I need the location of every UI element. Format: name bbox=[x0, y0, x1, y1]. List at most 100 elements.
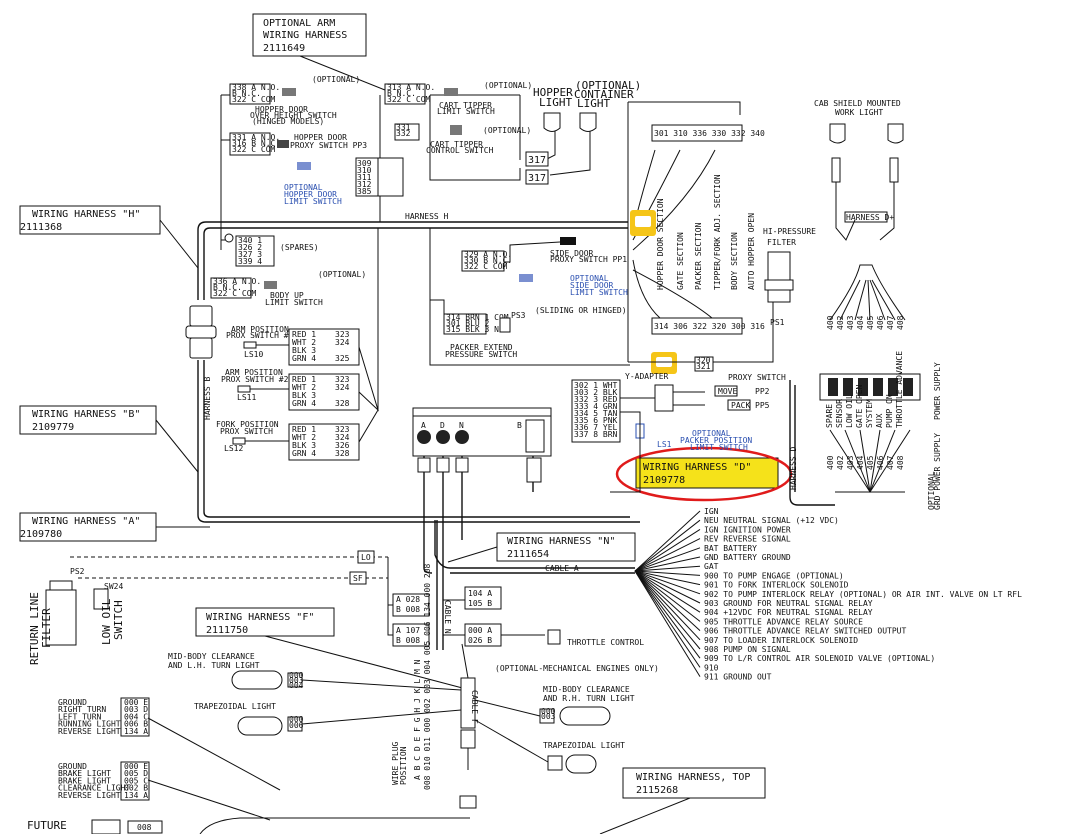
svg-text:336 7 YEL: 336 7 YEL bbox=[574, 423, 618, 432]
hopper-light: HOPPER LIGHT bbox=[533, 86, 573, 132]
callout-harness-h[interactable]: WIRING HARNESS "H" 2111368 bbox=[19, 205, 161, 235]
callout-harness-f[interactable]: WIRING HARNESS "F" 2111750 bbox=[195, 607, 335, 637]
svg-text:LS11: LS11 bbox=[237, 393, 256, 402]
svg-text:301 BLU 2: 301 BLU 2 bbox=[446, 319, 490, 328]
svg-text:000: 000 bbox=[541, 707, 556, 716]
svg-text:312: 312 bbox=[357, 180, 372, 189]
hopper-over-label: HOPPER DOOR bbox=[255, 105, 308, 114]
ls4-terminal[interactable]: 338 A N.O. B N.C. 322 C COM (OPTIONAL) H… bbox=[229, 75, 360, 126]
svg-text:322 C COM: 322 C COM bbox=[387, 95, 431, 104]
svg-text:D: D bbox=[440, 421, 445, 430]
relay-wire-numbers: 4004004024024034034044044054054064064074… bbox=[826, 315, 905, 470]
callout-harness-n[interactable]: WIRING HARNESS "N" 2111654 bbox=[496, 532, 636, 562]
wire-plug-position: WIRE PLUG POSITION A B C D E F G H J K L… bbox=[391, 563, 477, 809]
hopper-door-proxy[interactable]: 331 A N.O. 316 B N.C. 322 C COM HOPPER D… bbox=[229, 132, 367, 206]
svg-text:FILTER: FILTER bbox=[40, 608, 53, 648]
svg-text:332: 332 bbox=[396, 129, 411, 138]
wire-320-321: 320 321 bbox=[694, 356, 714, 372]
packer-extend-switch[interactable]: 314 BRN 1 COM 301 BLU 2 315 BLK 3 NO PS3… bbox=[443, 306, 627, 359]
svg-text:B N.C.: B N.C. bbox=[213, 283, 242, 292]
relay-label: AUX bbox=[875, 413, 884, 428]
comment-note-icon[interactable] bbox=[651, 352, 677, 374]
svg-text:GRN 4: GRN 4 bbox=[292, 449, 316, 458]
svg-text:WHT 2: WHT 2 bbox=[292, 383, 316, 392]
svg-text:385: 385 bbox=[357, 187, 372, 196]
callout-harness-d[interactable]: WIRING HARNESS "D" 2109778 bbox=[615, 446, 793, 502]
signal-wire bbox=[634, 570, 701, 576]
svg-text:N: N bbox=[459, 421, 464, 430]
signal-wire bbox=[634, 570, 701, 631]
main-connector[interactable]: A D N B bbox=[412, 407, 552, 457]
svg-text:003: 003 bbox=[541, 712, 556, 721]
svg-text:PS1: PS1 bbox=[770, 318, 785, 327]
section-label: GATE SECTION bbox=[676, 232, 685, 290]
power-supply-label: POWER SUPPLY bbox=[933, 362, 942, 420]
ls5-body-up[interactable]: 336 A N.O. B N.C. 322 C COM (OPTIONAL) B… bbox=[210, 270, 366, 307]
callout-part-number: 2109780 bbox=[20, 529, 62, 540]
light-function-label: REVERSE LIGHT bbox=[58, 727, 121, 736]
opt-hopper-limit-label: HOPPER DOOR bbox=[284, 190, 337, 199]
callout-title: WIRING HARNESS, TOP bbox=[636, 772, 750, 783]
arm-position-prox-2[interactable]: ARM POSITION PROX SWITCH #2 LS11 RED 1 W… bbox=[221, 368, 360, 411]
svg-text:314 BRN 1 COM: 314 BRN 1 COM bbox=[446, 313, 509, 322]
svg-text:MID-BODY CLEARANCE: MID-BODY CLEARANCE bbox=[168, 652, 255, 661]
svg-text:337 8 BRN: 337 8 BRN bbox=[574, 430, 618, 439]
signal-wire bbox=[634, 547, 701, 572]
signal-wire bbox=[634, 538, 701, 572]
svg-text:321: 321 bbox=[696, 362, 711, 371]
svg-text:331: 331 bbox=[396, 123, 411, 132]
signal-label: 903 GROUND FOR NEUTRAL SIGNAL RELAY bbox=[704, 599, 873, 608]
sw17[interactable]: 331 332 (OPTIONAL) CART TIPPER CONTROL S… bbox=[394, 123, 531, 155]
signal-wire bbox=[634, 570, 701, 622]
side-door-terminal[interactable]: 329 A N.O. 330 B N.C. 322 C COM SIDE DOO… bbox=[461, 237, 628, 297]
comment-note-icon[interactable] bbox=[630, 210, 656, 236]
signal-label: 909 TO L/R CONTROL AIR SOLENOID VALVE (O… bbox=[704, 654, 935, 663]
callout-title: WIRING HARNESS "A" bbox=[32, 516, 140, 527]
wire-number: 402 bbox=[836, 315, 845, 330]
svg-text:TRAPEZOIDAL LIGHT: TRAPEZOIDAL LIGHT bbox=[543, 741, 625, 750]
svg-text:324: 324 bbox=[335, 383, 350, 392]
y-adapter: Y-ADAPTER 302 1 WHT 303 2 BLK 332 3 RED … bbox=[571, 372, 786, 452]
svg-text:PROX SWITCH #2: PROX SWITCH #2 bbox=[221, 375, 289, 384]
svg-text:320: 320 bbox=[696, 356, 711, 365]
callout-harness-a[interactable]: WIRING HARNESS "A" 2109780 bbox=[19, 512, 157, 542]
svg-text:006: 006 bbox=[289, 721, 304, 730]
container-light-label: LIGHT bbox=[577, 97, 610, 110]
optional-label: (OPTIONAL) bbox=[318, 270, 366, 279]
callout-title: WIRING HARNESS bbox=[263, 30, 347, 41]
fork-position-prox[interactable]: FORK POSITION PROX SWITCH LS12 RED 1 WHT… bbox=[216, 420, 360, 461]
light-function-label: REVERSE LIGHT bbox=[58, 791, 121, 800]
svg-text:LIMIT SWITCH: LIMIT SWITCH bbox=[690, 443, 748, 452]
wire-number: 408 bbox=[896, 455, 905, 470]
signal-wire bbox=[634, 565, 701, 572]
svg-text:PS3: PS3 bbox=[511, 311, 526, 320]
svg-text:LO: LO bbox=[361, 553, 371, 562]
svg-text:WHT 2: WHT 2 bbox=[292, 338, 316, 347]
callout-harness-b[interactable]: WIRING HARNESS "B" 2109779 bbox=[19, 405, 157, 435]
svg-text:ARM POSITION: ARM POSITION bbox=[225, 368, 283, 377]
section-label: AUTO HOPPER OPEN bbox=[747, 213, 756, 290]
signal-label: 907 TO LOADER INTERLOCK SOLENOID bbox=[704, 636, 858, 645]
svg-text:334 5 TAN: 334 5 TAN bbox=[574, 409, 618, 418]
ls6-terminal[interactable]: 313 A N.O. B N.C. 322 C COM (OPTIONAL) C… bbox=[384, 81, 532, 116]
callout-harness-top[interactable]: WIRING HARNESS, TOP 2115268 bbox=[622, 767, 766, 799]
svg-text:WIRE PLUG: WIRE PLUG bbox=[391, 741, 400, 785]
body-up-label: LIMIT SWITCH bbox=[265, 298, 323, 307]
svg-text:311: 311 bbox=[357, 173, 372, 182]
callout-arm-harness[interactable]: OPTIONAL ARM WIRING HARNESS 2111649 bbox=[252, 13, 367, 57]
spares-label: (SPARES) bbox=[280, 243, 319, 252]
signal-wire bbox=[634, 570, 701, 659]
svg-text:RED 1: RED 1 bbox=[292, 330, 316, 339]
ab-terminal-blocks: A 028 B 008 A 107 B 008 104 A 105 B 000 … bbox=[392, 586, 502, 647]
svg-text:HARNESS D+: HARNESS D+ bbox=[846, 213, 894, 222]
svg-text:302 1 WHT: 302 1 WHT bbox=[574, 381, 618, 390]
light-wire-pin: 004 C bbox=[124, 712, 148, 721]
grd-power-label: GRD POWER SUPPLY bbox=[933, 433, 942, 510]
cart-tipper-ctl-label: CONTROL SWITCH bbox=[426, 146, 494, 155]
arm-position-prox-1[interactable]: ARM POSITION PROX SWITCH #1 LS10 RED 1 W… bbox=[226, 325, 360, 366]
wire-number: 406 bbox=[876, 315, 885, 330]
hopper-over-label: OVER HEIGHT SWITCH bbox=[250, 111, 337, 120]
svg-text:AND L.H. TURN LIGHT: AND L.H. TURN LIGHT bbox=[168, 661, 260, 670]
container-light-label: CONTAINER bbox=[574, 88, 634, 101]
